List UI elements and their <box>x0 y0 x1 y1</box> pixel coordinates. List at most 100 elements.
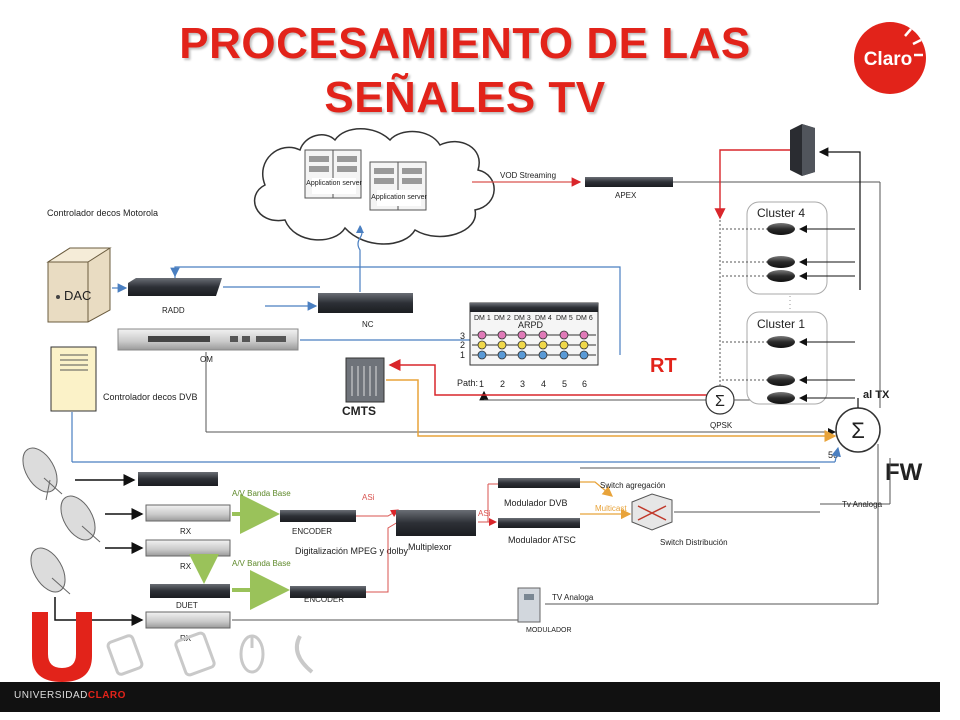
arpd-row-3: 3 <box>460 331 465 341</box>
rx-device-top <box>138 472 218 486</box>
radd-label: RADD <box>162 306 185 315</box>
dac-server: DAC <box>46 247 112 323</box>
arpd-row-2: 2 <box>460 340 465 350</box>
cmts-device: CMTS <box>342 357 385 418</box>
path-1: 1 <box>479 379 484 389</box>
path-2: 2 <box>500 379 505 389</box>
ctrl-dvb-label: Controlador decos DVB <box>103 392 198 402</box>
switch-distribucion-label: Switch Distribución <box>660 538 728 547</box>
encoder-2-label: ENCODER <box>304 595 344 604</box>
modulador-dvb-device: Modulador DVB <box>498 478 580 508</box>
claro-logo: Claro <box>854 22 926 94</box>
universidad-claro-logo <box>32 612 92 682</box>
qpsk-label: QPSK <box>710 421 733 430</box>
path-5: 5 <box>562 379 567 389</box>
duet-label: DUET <box>176 601 198 610</box>
arpd-dm6: DM 6 <box>576 315 593 322</box>
footer-prefix: UNIVERSIDAD <box>14 690 88 701</box>
app-server-1-label: Application server <box>306 180 362 187</box>
qpsk-sigma-symbol: Σ <box>715 393 725 410</box>
qpsk-sigma: Σ QPSK <box>705 385 735 430</box>
arpd-dm2: DM 2 <box>494 315 511 322</box>
main-sigma-symbol: Σ <box>851 418 865 443</box>
slide-title-line-2: SEÑALES TV <box>324 73 606 122</box>
svg-text:DM 3: DM 3 <box>514 315 531 322</box>
rx-device-2: RX <box>145 539 231 571</box>
arpd-device: DM 1 DM 2 DM 3 DM 4 DM 5 DM 6 ARPD 3 2 1 <box>460 302 599 366</box>
vod-streaming-label: VOD Streaming <box>500 171 556 180</box>
satellite-dish-2 <box>60 495 101 543</box>
om-label: OM <box>200 355 213 364</box>
cluster-1: Cluster 1 <box>746 311 828 405</box>
phone-icon <box>106 634 144 676</box>
multiplexor-device: Multiplexor <box>396 510 476 552</box>
av-banda-base-2: A/V Banda Base <box>232 559 291 568</box>
application-server-2: Application server <box>369 161 427 211</box>
tv-analoga-1-label: Tv Analoga <box>842 500 883 509</box>
application-server-1: Application server <box>304 149 362 199</box>
cmts-label: CMTS <box>342 404 376 418</box>
rt-label: RT <box>650 355 677 377</box>
arpd-label: ARPD <box>518 320 544 330</box>
mod-dvb-label: Modulador DVB <box>504 498 568 508</box>
path-label: Path: <box>457 378 478 388</box>
dvb-controller-server <box>50 346 97 412</box>
footer-bar <box>0 682 940 712</box>
rx-label-1: RX <box>180 527 192 536</box>
om-device: OM <box>117 328 299 364</box>
cluster-4: Cluster 4 <box>746 201 828 295</box>
path-6: 6 <box>582 379 587 389</box>
encoder-2: ENCODER <box>290 586 366 604</box>
switch-agregacion-label: Switch agregación <box>600 481 665 490</box>
apex-device: APEX <box>585 177 673 200</box>
av-banda-base-1: A/V Banda Base <box>232 489 291 498</box>
mouse-icon <box>239 634 265 674</box>
arpd-dm1: DM 1 <box>474 315 491 322</box>
satellite-dish-3 <box>30 547 71 595</box>
dac-label: DAC <box>64 288 91 303</box>
switch-distribucion-device: Switch Distribución <box>631 493 728 547</box>
svg-text:DM 6: DM 6 <box>576 315 593 322</box>
nc-label: NC <box>362 320 374 329</box>
slide-title-line-1: PROCESAMIENTO DE LAS <box>179 19 751 68</box>
fw-label: FW <box>885 459 923 486</box>
modulador-analog-device: MODULADOR <box>517 587 572 634</box>
path-4: 4 <box>541 379 546 389</box>
footer-label: UNIVERSIDADCLARO <box>14 690 126 701</box>
cluster-4-label: Cluster 4 <box>757 206 805 220</box>
app-server-2-label: Application server <box>371 194 427 201</box>
arpd-dm4: DM 4 <box>535 315 552 322</box>
tv-analoga-2-label: TV Analoga <box>552 593 594 602</box>
svg-text:DM 1: DM 1 <box>474 315 491 322</box>
arpd-dm3: DM 3 <box>514 315 531 322</box>
cable-modem <box>790 124 815 176</box>
apex-label: APEX <box>615 191 637 200</box>
tablet-icon <box>174 631 216 677</box>
svg-text:DM 5: DM 5 <box>556 315 573 322</box>
nc-device: NC <box>318 293 413 329</box>
encoder-1: ENCODER <box>280 510 356 536</box>
handset-icon <box>295 635 314 674</box>
duet-device: DUET <box>150 584 230 610</box>
modulador-atsc-device: Modulador ATSC <box>498 518 580 545</box>
modulador-label: MODULADOR <box>526 627 572 634</box>
claro-logo-text: Claro <box>864 49 913 70</box>
rx-device-1: RX <box>145 504 231 536</box>
satellite-dish-1 <box>22 447 63 501</box>
svg-text:DM 4: DM 4 <box>535 315 552 322</box>
svg-text:Application server: Application server <box>306 180 362 187</box>
rx-label-2: RX <box>180 562 192 571</box>
multicast-label: Multicast <box>595 504 627 513</box>
digitalizacion-label: Digitalización MPEG y dolby <box>295 546 409 556</box>
ctrl-motorola-label: Controlador decos Motorola <box>47 208 158 218</box>
footer-brand: CLARO <box>87 690 126 701</box>
arpd-dm5: DM 5 <box>556 315 573 322</box>
al-tx-label: al TX <box>863 389 890 401</box>
asi-label-1: ASi <box>362 493 375 502</box>
mod-atsc-label: Modulador ATSC <box>508 535 576 545</box>
encoder-1-label: ENCODER <box>292 527 332 536</box>
main-sigma: Σ <box>835 407 881 453</box>
multiplexor-label: Multiplexor <box>408 542 452 552</box>
arpd-row-1: 1 <box>460 350 465 360</box>
